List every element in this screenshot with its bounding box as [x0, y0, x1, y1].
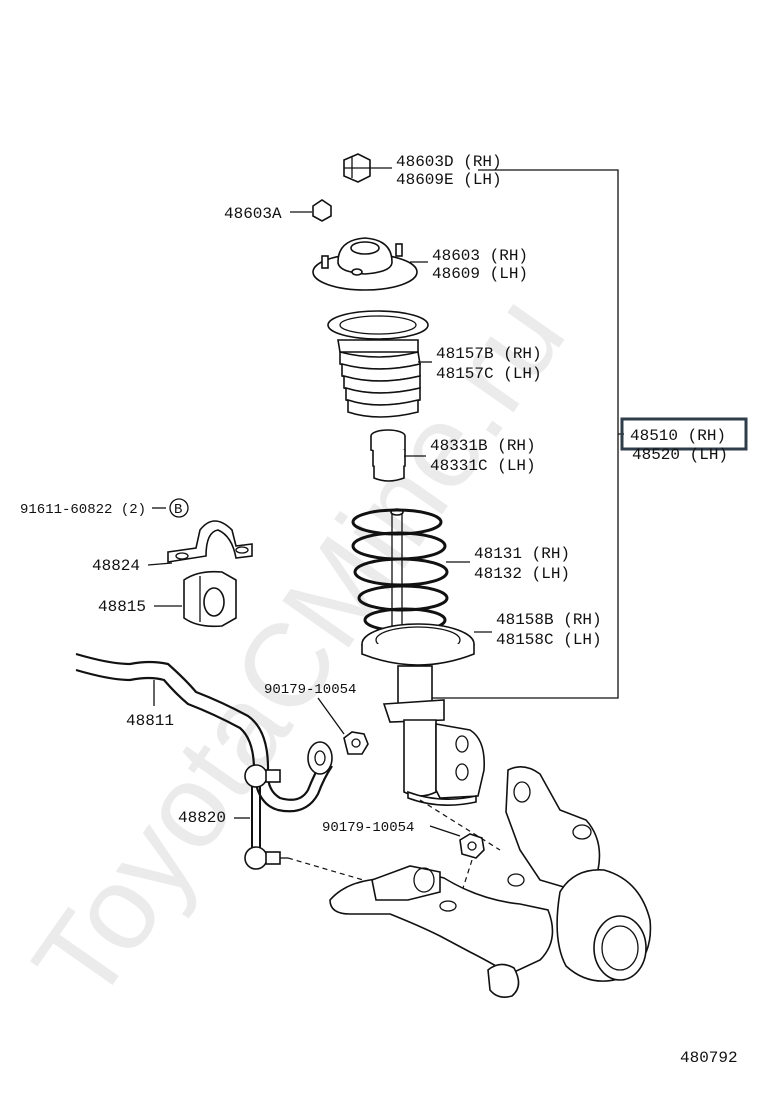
label-48603D[interactable]: 48603D (RH) — [396, 153, 502, 171]
leader-90179-lower — [429, 825, 461, 837]
label-48609E[interactable]: 48609E (LH) — [396, 171, 502, 189]
diagram-code: 480792 — [680, 1049, 738, 1067]
hub-assembly — [556, 869, 652, 982]
label-48603[interactable]: 48603 (RH) — [432, 247, 528, 265]
dashed-guide-3 — [419, 799, 501, 851]
label-48132[interactable]: 48132 (LH) — [474, 565, 570, 583]
spring-seat-48158[interactable] — [361, 623, 475, 666]
label-48520[interactable]: 48520 (LH) — [632, 446, 728, 464]
bracket-48824[interactable] — [167, 520, 253, 563]
bushing-48815[interactable] — [183, 570, 237, 628]
shock-absorber-body[interactable] — [382, 665, 486, 806]
top-nut-48603D[interactable] — [343, 153, 371, 183]
label-48157C[interactable]: 48157C (LH) — [436, 365, 542, 383]
label-91611[interactable]: 91611-60822 (2) — [20, 502, 146, 518]
stabilizer-link-48820[interactable] — [244, 764, 288, 870]
label-48824[interactable]: 48824 — [92, 557, 140, 575]
callout-b-letter: B — [174, 502, 182, 518]
callout-b[interactable]: B — [169, 498, 189, 518]
dashed-guide-1 — [287, 857, 371, 883]
highlight-box-48510 — [620, 417, 748, 451]
leader-48824 — [147, 562, 173, 566]
bump-stopper-48331[interactable] — [370, 429, 406, 482]
label-48158B[interactable]: 48158B (RH) — [496, 611, 602, 629]
upper-support-48603[interactable] — [312, 237, 418, 291]
label-48815[interactable]: 48815 — [98, 598, 146, 616]
label-48157B[interactable]: 48157B (RH) — [436, 345, 542, 363]
label-48331B[interactable]: 48331B (RH) — [430, 437, 536, 455]
label-48609[interactable]: 48609 (LH) — [432, 265, 528, 283]
label-48158C[interactable]: 48158C (LH) — [496, 631, 602, 649]
leader-90179-upper — [317, 697, 345, 735]
label-48811[interactable]: 48811 — [126, 712, 174, 730]
nut-90179-lower[interactable] — [459, 833, 485, 859]
label-48603A[interactable]: 48603A — [224, 205, 282, 223]
lower-arm — [329, 865, 554, 998]
label-48331C[interactable]: 48331C (LH) — [430, 457, 536, 475]
label-48131[interactable]: 48131 (RH) — [474, 545, 570, 563]
dust-boot-48157[interactable] — [327, 310, 429, 418]
label-90179-lower[interactable]: 90179-10054 — [322, 820, 414, 836]
label-90179-upper[interactable]: 90179-10054 — [264, 682, 356, 698]
label-48820[interactable]: 48820 — [178, 809, 226, 827]
label-48510[interactable]: 48510 (RH) — [630, 427, 726, 445]
coil-spring-48131[interactable] — [351, 508, 449, 640]
nut-90179-upper[interactable] — [343, 731, 369, 755]
nut-48603A[interactable] — [312, 199, 332, 222]
stabilizer-bar-48811[interactable] — [75, 652, 333, 813]
